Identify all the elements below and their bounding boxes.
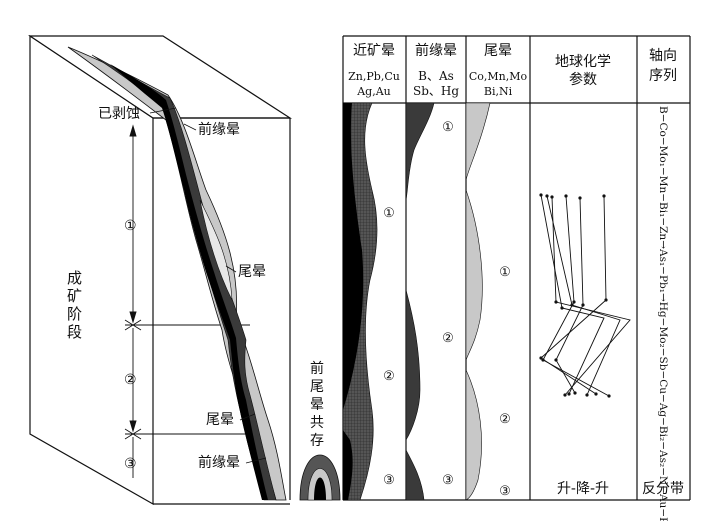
svg-text:②: ②: [442, 331, 454, 346]
geochem-footer: 升-降-升: [557, 481, 609, 497]
svg-text:共: 共: [310, 415, 324, 431]
svg-text:③: ③: [442, 473, 454, 488]
svg-text:尾: 尾: [310, 379, 324, 395]
geochem-parameter-lines: [540, 194, 631, 397]
svg-text:成: 成: [67, 269, 82, 287]
svg-text:Co,Mn,Mo: Co,Mn,Mo: [469, 70, 528, 83]
svg-text:晕: 晕: [310, 397, 324, 413]
tail-halo-band-top: [465, 102, 491, 181]
stage-mark-3: ③: [124, 456, 137, 472]
svg-text:Ag,Au: Ag,Au: [356, 85, 391, 98]
header-geochem: 地球化学: [555, 54, 611, 70]
svg-text:③: ③: [499, 484, 511, 499]
svg-text:存: 存: [310, 433, 324, 449]
label-tail-halo-mid: 尾晕: [238, 264, 266, 280]
label-front-halo-low: 前缘晕: [198, 454, 240, 471]
svg-text:①: ①: [383, 206, 395, 221]
label-front-halo-top: 前缘晕: [198, 121, 240, 138]
header-near-ore: 近矿晕: [353, 43, 395, 59]
svg-text:Zn,Pb,Cu: Zn,Pb,Cu: [348, 70, 400, 83]
svg-text:参数: 参数: [569, 71, 597, 88]
svg-text:B、As: B、As: [418, 69, 454, 83]
svg-text:阶: 阶: [67, 305, 82, 323]
svg-text:段: 段: [67, 323, 82, 341]
svg-text:①: ①: [499, 265, 511, 280]
svg-text:Bi,Ni: Bi,Ni: [484, 85, 513, 98]
stage-dimension-lines: [124, 124, 142, 478]
svg-text:②: ②: [383, 369, 395, 384]
halo-table: 近矿晕 Zn,Pb,Cu Ag,Au 前缘晕 B、As Sb、Hg 尾晕 Co,…: [342, 35, 691, 521]
svg-text:③: ③: [383, 473, 395, 488]
svg-text:②: ②: [499, 412, 511, 427]
stage-mark-2: ②: [124, 372, 137, 388]
near-ore-core: [343, 103, 364, 410]
stage-title: 成 矿 阶 段: [67, 269, 82, 341]
header-front-halo: 前缘晕: [415, 42, 457, 59]
header-tail-halo: 尾晕: [484, 43, 512, 59]
svg-text:矿: 矿: [67, 287, 82, 305]
svg-text:前: 前: [310, 360, 324, 377]
label-tail-halo-low: 尾晕: [206, 412, 234, 428]
front-halo-band-top: [405, 102, 435, 201]
geochem-points: [539, 193, 611, 398]
header-axial: 轴向: [649, 48, 677, 64]
coexist-group: 前 尾 晕 共 存: [299, 360, 341, 501]
svg-text:Sb、Hg: Sb、Hg: [413, 84, 459, 98]
stage-mark-1: ①: [124, 218, 137, 234]
ore-body: [110, 64, 268, 500]
svg-text:①: ①: [442, 120, 454, 135]
axial-footer: 反分带: [642, 481, 684, 497]
ore-block: 已剥蚀 前缘晕 尾晕 尾晕 前缘晕 成 矿 阶 段 ① ② ③: [28, 34, 293, 506]
svg-text:序列: 序列: [649, 68, 677, 84]
axial-sequence: B−Co−Mo₁−Mn−Bi₁−Zn→As₁−Pb₁→Hg−Mo₂−Sb−Cu−…: [657, 106, 669, 521]
label-eroded: 已剥蚀: [98, 106, 140, 122]
